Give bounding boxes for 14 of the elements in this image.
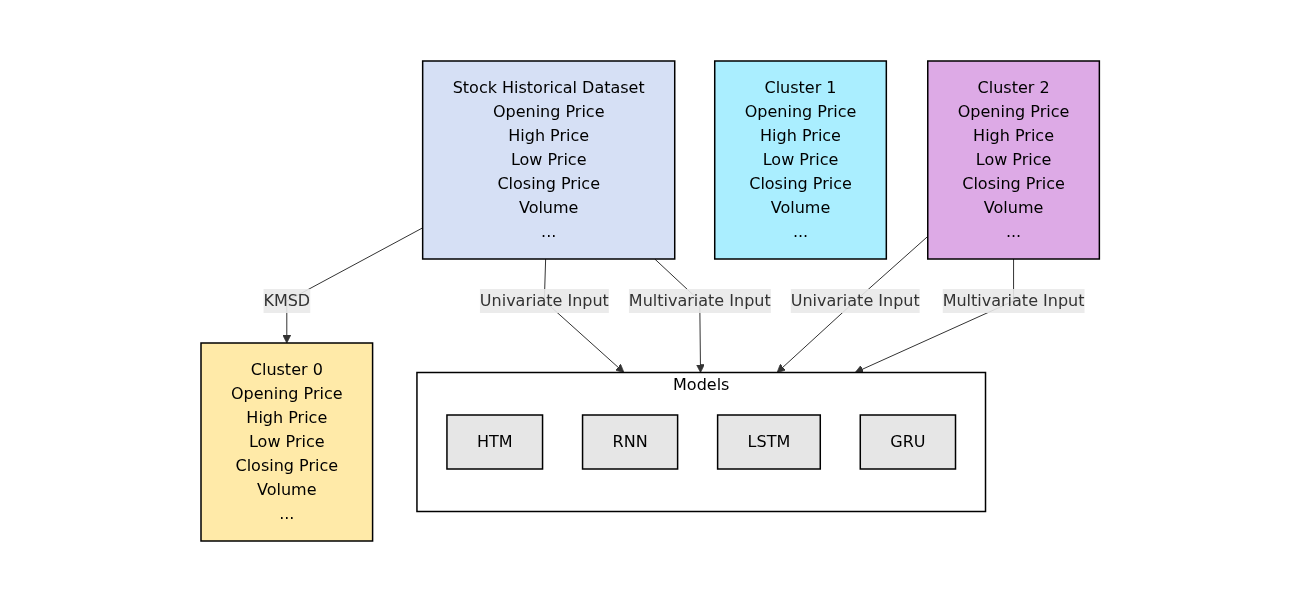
edge-label: Multivariate Input — [629, 291, 772, 310]
node-box: Cluster 1 Opening Price High Price Low Price Closing Price Volume ... — [714, 60, 888, 260]
node-box: RNN — [582, 414, 679, 470]
edge-label: KMSD — [263, 291, 311, 310]
edge-label: Univariate Input — [480, 291, 610, 310]
node-box: HTM — [446, 414, 544, 470]
arrow — [777, 235, 929, 373]
node-box: Cluster 0 Opening Price High Price Low Price Closing Price Volume ... — [200, 342, 374, 542]
edge-label: Univariate Input — [791, 291, 921, 310]
node-box: Cluster 2 Opening Price High Price Low Price Closing Price Volume ... — [927, 60, 1101, 260]
node-box: Stock Historical Dataset Opening Price High Price Low Price Closing Price Volume ... — [422, 60, 676, 260]
node-box: GRU — [859, 414, 957, 470]
node-box: LSTM — [717, 414, 822, 470]
edge-label: Multivariate Input — [942, 291, 1085, 310]
